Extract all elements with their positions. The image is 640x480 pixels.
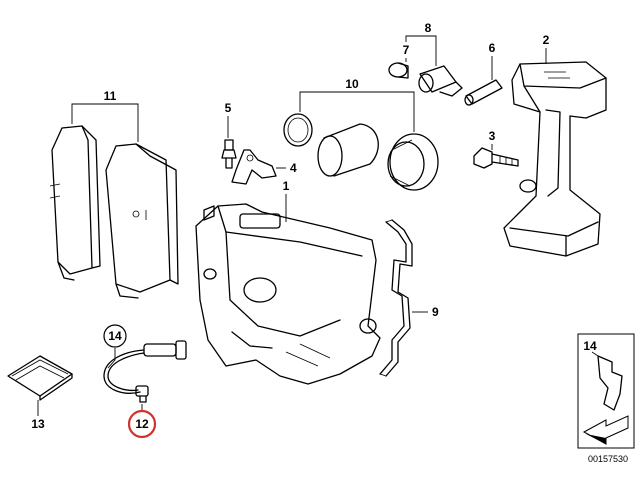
leader-lines (37, 35, 547, 416)
wear-sensor-drawing (103, 340, 187, 403)
callout-9: 9 (432, 305, 439, 319)
callout-14-circle (103, 324, 127, 348)
caliper-housing-drawing (195, 203, 381, 385)
bracket-and-bleeder-drawing (221, 139, 277, 185)
arrow-shadow (586, 434, 606, 444)
callout-labels: 11 10 8 7 6 2 3 5 4 1 9 13 14 12 (31, 21, 550, 439)
callout-6: 6 (489, 41, 496, 55)
brake-pads-drawing (49, 125, 179, 299)
callout-14: 14 (108, 329, 122, 343)
callout-3: 3 (489, 129, 496, 143)
inset-box: 14 (577, 333, 635, 449)
inset-clip-drawing (597, 355, 623, 411)
bolt-drawing (473, 147, 519, 169)
spring-clip-drawing (379, 219, 413, 377)
grease-packet-drawing (7, 355, 73, 401)
callout-7: 7 (403, 43, 410, 57)
callout-12-highlight-circle (127, 409, 157, 439)
callout-10: 10 (345, 77, 359, 91)
callout-5: 5 (225, 101, 232, 115)
callout-11: 11 (104, 89, 117, 103)
diagram-number: 00157530 (588, 454, 628, 464)
callout-12: 12 (135, 417, 149, 431)
callout-4: 4 (290, 161, 297, 175)
guide-pin-parts-drawing (388, 62, 503, 106)
inset-label: 14 (583, 339, 597, 353)
callout-13: 13 (31, 417, 45, 431)
piston-and-seals-drawing (283, 113, 439, 191)
carrier-bracket-drawing (503, 61, 607, 257)
callout-8: 8 (425, 21, 432, 35)
callout-2: 2 (543, 33, 550, 47)
callout-1: 1 (283, 179, 290, 193)
